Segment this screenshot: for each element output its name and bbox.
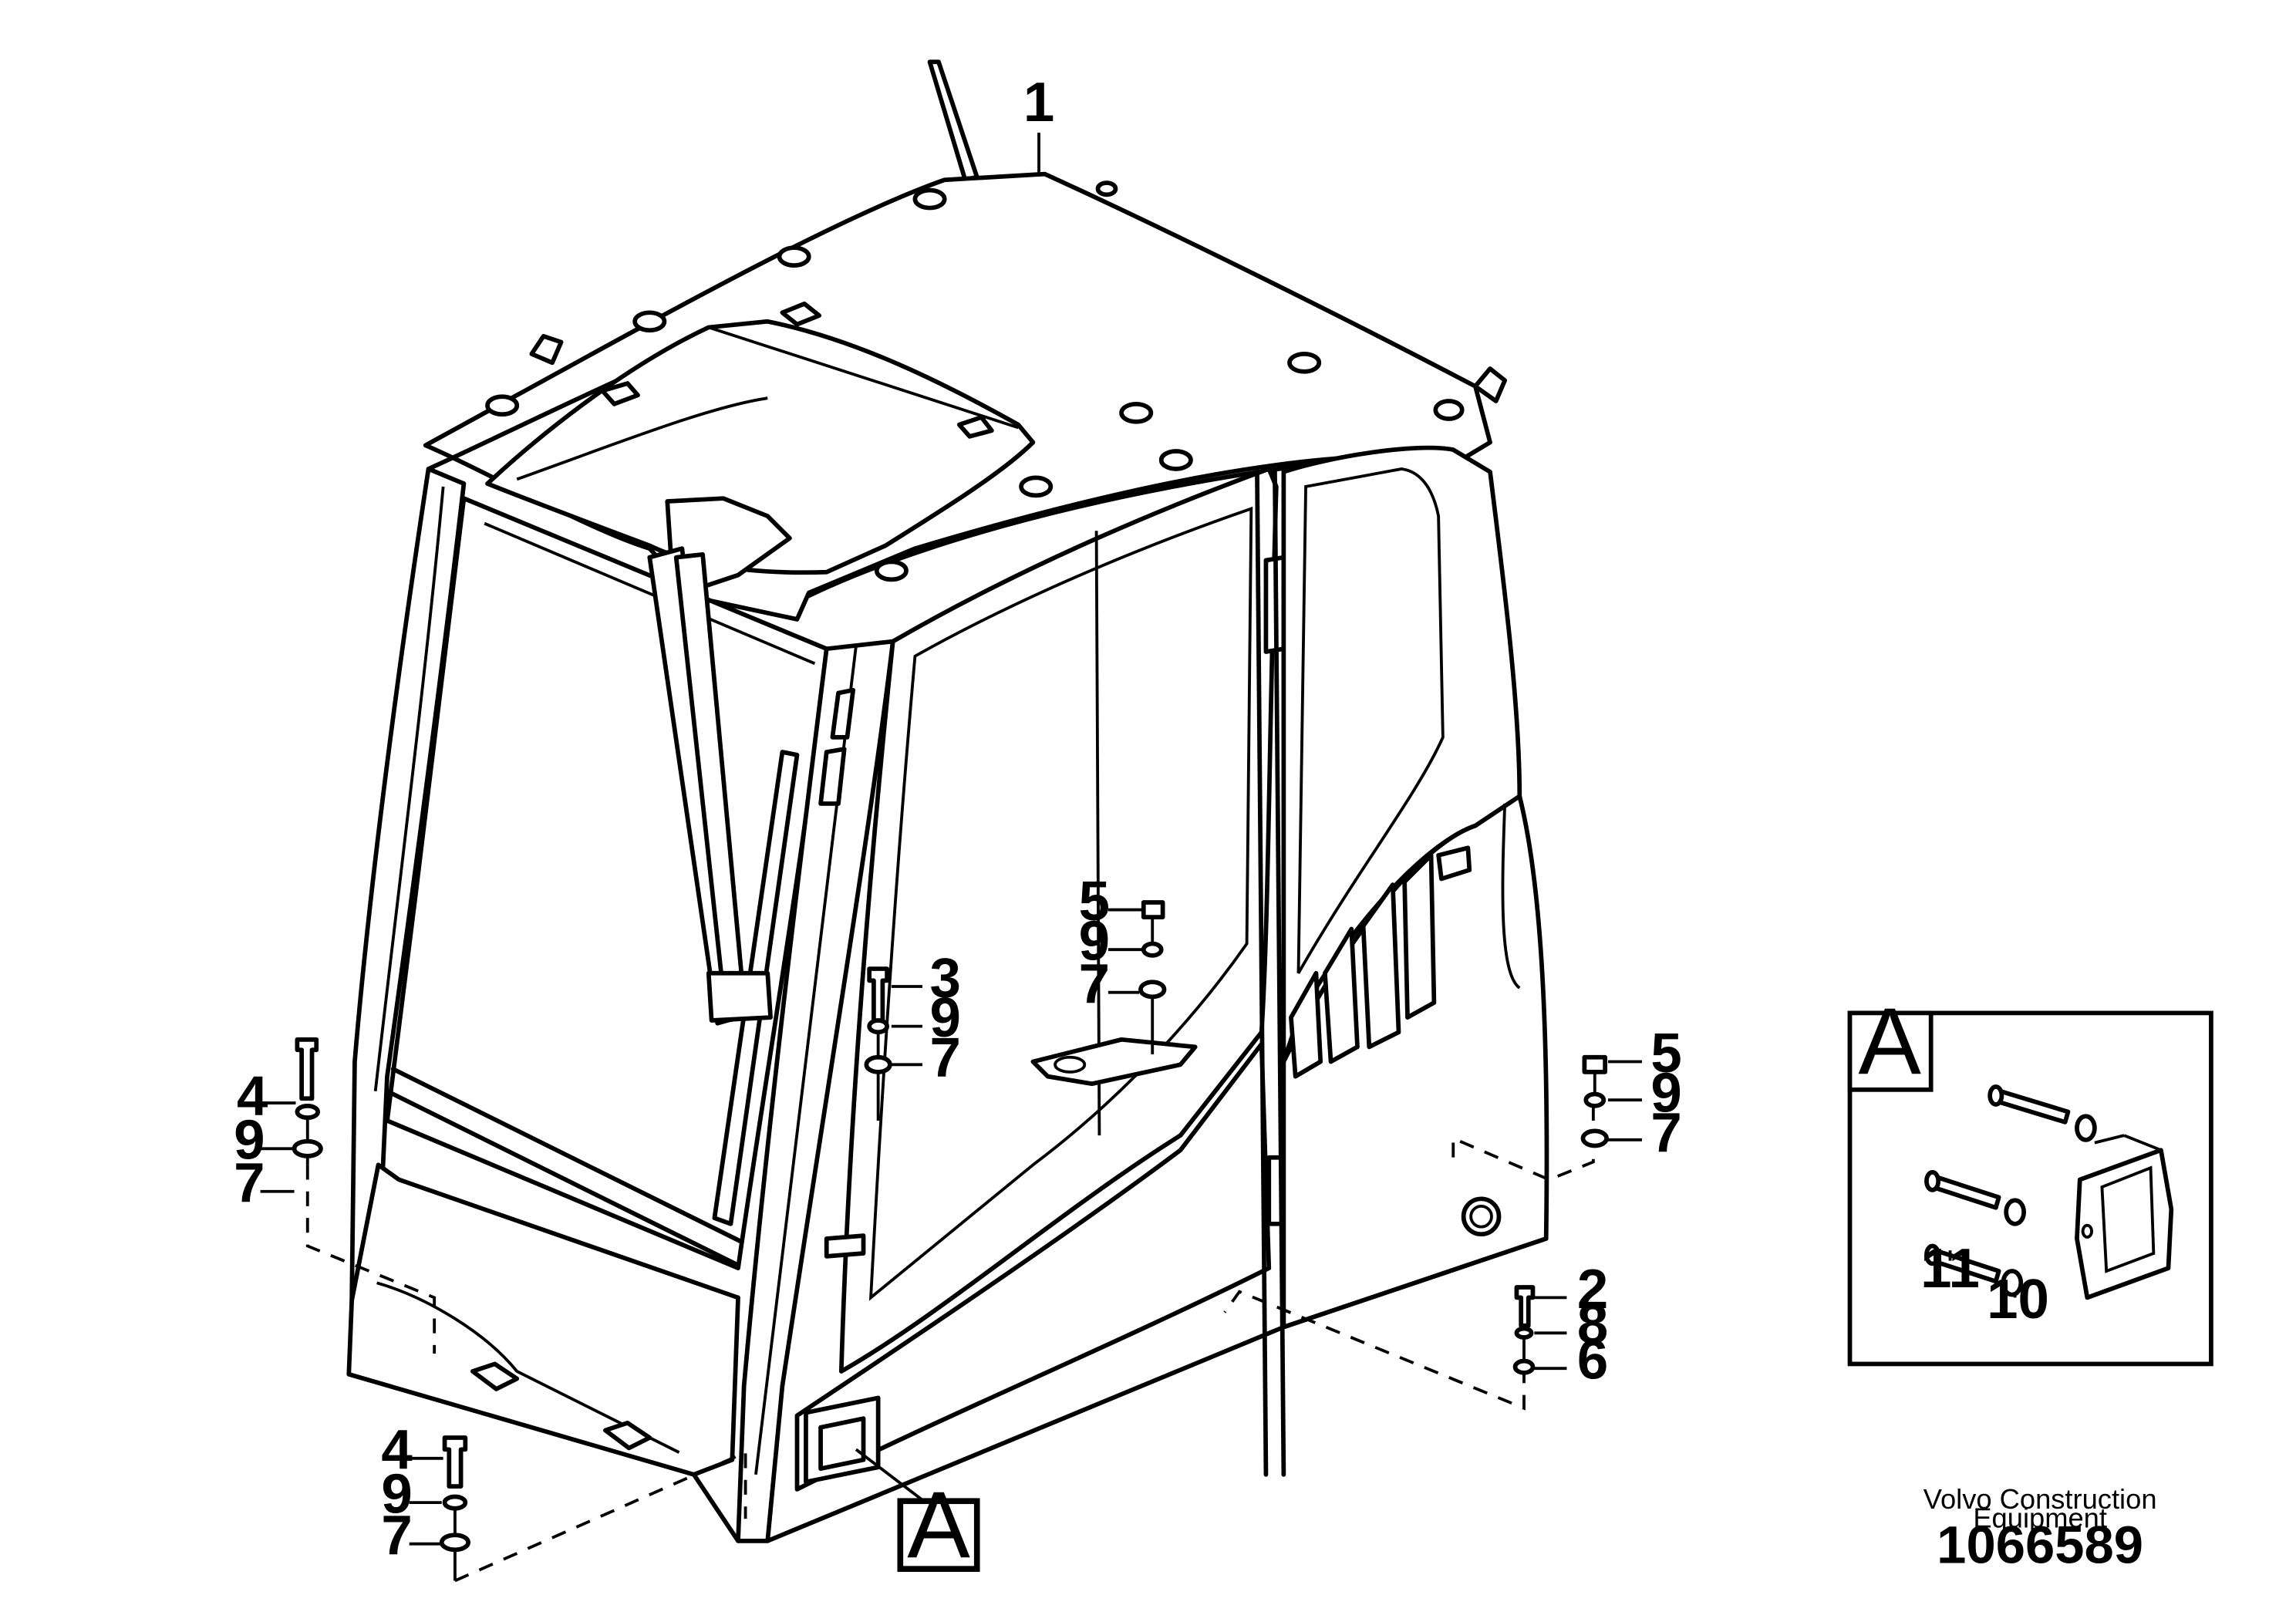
callout-4-bottom: 4: [381, 1418, 412, 1481]
detail-box-title: A: [1858, 988, 1921, 1094]
windshield-frame: [385, 496, 829, 1271]
svg-text:A: A: [907, 1472, 970, 1577]
callout-10: 10: [1987, 1268, 2049, 1330]
credit-block: Volvo Construction Equipment 1066589: [1923, 1483, 2157, 1575]
callout-11: 11: [1920, 1237, 1980, 1300]
side-door-frame: [838, 467, 1279, 1374]
callout-4-left: 4: [237, 1064, 268, 1127]
cab-body: [346, 59, 1549, 1543]
wiper-assembly: [647, 496, 800, 1226]
callout-9-center: 9: [930, 986, 961, 1049]
callout-labels: 1 4 9 7 3 9 7 5 9 7 5 9 7 2 8 6 4 9 7: [234, 71, 1682, 1566]
callout-7-left: 7: [234, 1152, 265, 1214]
leader-lines: [260, 133, 1642, 1546]
callout-7-bottom: 7: [381, 1504, 412, 1566]
callout-2: 2: [1577, 1258, 1608, 1320]
callout-3: 3: [930, 946, 961, 1009]
callout-5-right: 5: [1650, 1022, 1681, 1084]
antenna: [927, 59, 979, 183]
callout-7-right: 7: [1650, 1101, 1681, 1164]
callout-6: 6: [1577, 1329, 1608, 1391]
callout-9-upper: 9: [1079, 910, 1110, 973]
detail-box-a: A 11 10: [1847, 988, 2213, 1367]
front-lower-panel-left: [346, 1162, 740, 1477]
document-number: 1066589: [1937, 1516, 2143, 1575]
detail-marker-a: A: [897, 1472, 980, 1577]
roof-bolts: [485, 180, 1465, 582]
callout-1: 1: [1023, 71, 1054, 133]
vent-slats: [1289, 845, 1472, 1079]
credit-line-1: Volvo Construction: [1923, 1483, 2157, 1515]
callout-7-upper: 7: [1079, 953, 1110, 1015]
callout-5-upper: 5: [1079, 870, 1110, 932]
callout-9-left: 9: [234, 1109, 265, 1172]
door-lower-panel: [794, 1041, 1272, 1492]
left-front-pillar: [349, 467, 467, 1303]
callout-9-right: 9: [1650, 1062, 1681, 1125]
callout-8: 8: [1577, 1293, 1608, 1356]
filler-cap: [1461, 1196, 1502, 1237]
credit-line-2: Equipment: [1973, 1502, 2107, 1534]
callout-9-bottom: 9: [381, 1463, 412, 1526]
callout-7-center: 7: [930, 1027, 961, 1089]
fastener-stacks: [292, 900, 1609, 1581]
